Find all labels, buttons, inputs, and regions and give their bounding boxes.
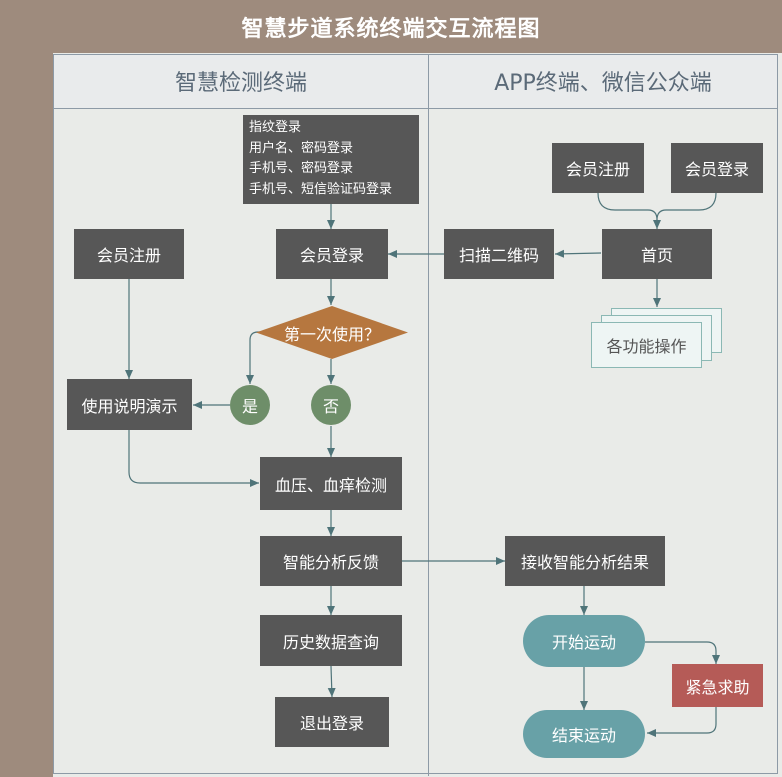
bp-check-node: 血压、血痒检测 (260, 457, 402, 510)
page-title: 智慧步道系统终端交互流程图 (0, 0, 782, 53)
home-node: 首页 (602, 229, 712, 279)
functions-node: 各功能操作 (591, 322, 702, 368)
analysis-feedback-node: 智能分析反馈 (260, 536, 402, 586)
no-branch: 否 (311, 385, 351, 425)
member-login-right-node: 会员登录 (671, 143, 763, 193)
member-register-left-node: 会员注册 (74, 229, 184, 279)
login-method-phone-sms: 手机号、短信验证码登录 (249, 181, 393, 197)
lane-header-app: APP终端、微信公众端 (429, 54, 777, 109)
scan-qr-node: 扫描二维码 (444, 229, 554, 279)
receive-analysis-node: 接收智能分析结果 (505, 536, 665, 586)
login-method-fingerprint: 指纹登录 (249, 120, 302, 135)
first-use-decision: 第一次使用？ (283, 324, 380, 344)
login-methods-note: 指纹登录 用户名、密码登录 手机号、密码登录 手机号、短信验证码登录 (243, 115, 419, 204)
start-sport-node: 开始运动 (523, 615, 645, 667)
first-use-decision-shape (256, 306, 408, 359)
login-method-phone-password: 手机号、密码登录 (249, 161, 354, 176)
lane-header-terminal: 智慧检测终端 (54, 54, 428, 109)
emergency-help-node: 紧急求助 (672, 664, 763, 707)
login-method-username-password: 用户名、密码登录 (249, 140, 354, 156)
yes-branch: 是 (230, 385, 270, 425)
side-strip (0, 53, 53, 777)
lane-divider (428, 54, 429, 776)
logout-node: 退出登录 (275, 697, 389, 747)
member-register-right-node: 会员注册 (552, 143, 644, 193)
end-sport-node: 结束运动 (523, 710, 645, 758)
history-query-node: 历史数据查询 (260, 615, 402, 666)
member-login-left-node: 会员登录 (276, 229, 388, 279)
usage-demo-node: 使用说明演示 (67, 379, 192, 430)
